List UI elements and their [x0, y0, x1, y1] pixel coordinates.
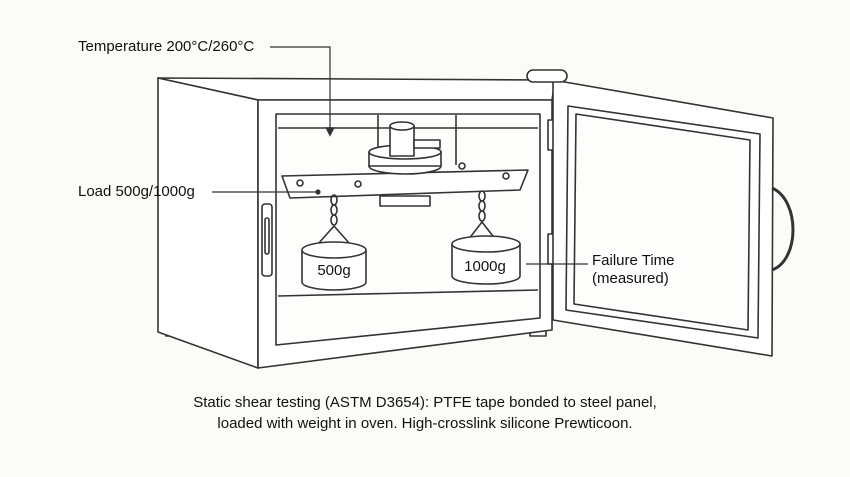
load-label: Load 500g/1000g [78, 183, 195, 200]
caption-line-1: Static shear testing (ASTM D3654): PTFE … [193, 394, 657, 411]
plate-hole-1 [296, 179, 304, 187]
door-handle [771, 186, 795, 272]
steel-plate [281, 169, 529, 199]
weight-500g-label: 500g [317, 262, 351, 279]
door-window-inner [573, 113, 751, 331]
caption-line-2: loaded with weight in oven. High-crossli… [217, 415, 633, 432]
plate-hole-3 [458, 162, 466, 170]
oven-side-panel [157, 77, 259, 369]
plate-hole-4 [502, 172, 510, 180]
fixture-tab [413, 139, 441, 149]
door-knob [526, 69, 568, 83]
weight-1000g-label: 1000g [464, 258, 506, 275]
weight-1000g [451, 235, 521, 285]
failure-time-label: Failure Time (measured) [592, 252, 675, 287]
load-leader-dot [315, 189, 321, 195]
weight-500g [301, 241, 367, 291]
plate-underside [379, 195, 431, 207]
temperature-label: Temperature 200°C/260°C [78, 38, 255, 55]
plate-hole-2 [354, 180, 362, 188]
chain-left [317, 194, 351, 245]
interior-floor-line [277, 289, 539, 297]
side-handle-inner [264, 217, 270, 255]
temperature-leader [270, 46, 335, 137]
figure-caption: Static shear testing (ASTM D3654): PTFE … [150, 392, 700, 434]
fixture-post-top [389, 121, 415, 131]
